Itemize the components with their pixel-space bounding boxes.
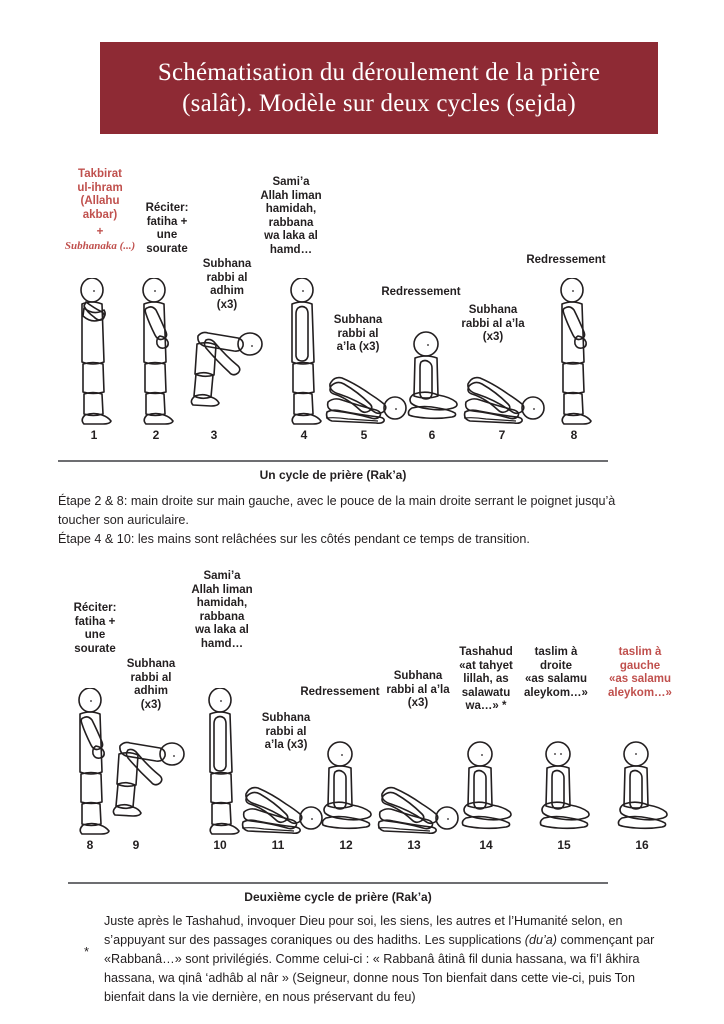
note-line-2b: commençant bbox=[556, 933, 633, 947]
figure-pose-4 bbox=[290, 278, 322, 425]
figure-number-13: 13 bbox=[407, 838, 421, 852]
figure-pose-3 bbox=[190, 331, 263, 407]
note-line-2a: s’appuyant sur des passages coraniques o… bbox=[104, 933, 525, 947]
figure-number-9: 9 bbox=[132, 838, 140, 852]
figure-number-8b: 8 bbox=[86, 838, 94, 852]
asterisk-marker: * bbox=[84, 944, 90, 959]
figure-number-4: 4 bbox=[300, 428, 308, 442]
figure-number-6: 6 bbox=[428, 428, 436, 442]
figure-pose-8b bbox=[78, 688, 110, 835]
figure-number-10: 10 bbox=[213, 838, 227, 852]
label-redressement-3: Redressement bbox=[300, 686, 380, 698]
figure-pose-12 bbox=[321, 741, 372, 830]
figure-number-14: 14 bbox=[479, 838, 493, 852]
figure-pose-14 bbox=[461, 741, 512, 830]
figure-pose-2 bbox=[142, 278, 174, 425]
figure-pose-11 bbox=[241, 786, 323, 835]
note-duaa-italic: (du’a) bbox=[524, 933, 557, 947]
figure-number-8: 8 bbox=[570, 428, 578, 442]
note-cycle-1: Étape 2 & 8: main droite sur main gauche… bbox=[58, 494, 616, 546]
label-redressement-1: Redressement bbox=[381, 286, 461, 298]
figure-pose-16 bbox=[617, 741, 668, 830]
note-line-5: puis Ton bienfait dans la vie dernière, … bbox=[104, 971, 635, 1004]
note-line-3: par «Rabbanâ…» sont privilégiés. Comme c… bbox=[104, 933, 655, 966]
title-line-2: (salât). Modèle sur deux cycles (sejda) bbox=[182, 90, 576, 117]
label-redressement-2: Redressement bbox=[526, 254, 606, 266]
figure-number-15: 15 bbox=[557, 838, 571, 852]
page-title: Schématisation du déroulement de la priè… bbox=[144, 57, 614, 119]
figure-pose-9 bbox=[112, 741, 185, 817]
figure-number-11: 11 bbox=[271, 838, 285, 852]
figure-number-1: 1 bbox=[90, 428, 98, 442]
figure-pose-15 bbox=[539, 741, 590, 830]
figure-pose-6 bbox=[407, 331, 458, 420]
figure-number-16: 16 bbox=[635, 838, 649, 852]
figure-pose-13 bbox=[377, 786, 459, 835]
divider-rule-2 bbox=[68, 882, 608, 884]
figure-pose-10 bbox=[208, 688, 240, 835]
label-plus-sign: + bbox=[96, 226, 104, 238]
figure-number-12: 12 bbox=[339, 838, 353, 852]
note-cycle-2: Juste après le Tashahud, invoquer Dieu p… bbox=[104, 912, 664, 1007]
figure-pose-7 bbox=[463, 376, 545, 425]
note-line-4: âkhira hassana, wa qinâ ‘adhâb al nâr » … bbox=[104, 952, 640, 985]
caption-cycle-2: Deuxième cycle de prière (Rak’a) bbox=[244, 890, 432, 904]
figure-pose-5 bbox=[325, 376, 407, 425]
figure-pose-1 bbox=[80, 278, 112, 425]
label-subhanaka: Subhanaka (...) bbox=[64, 240, 136, 252]
figure-number-5: 5 bbox=[360, 428, 368, 442]
caption-cycle-1: Un cycle de prière (Rak’a) bbox=[259, 468, 407, 482]
figure-pose-8 bbox=[560, 278, 592, 425]
figure-number-2: 2 bbox=[152, 428, 160, 442]
figure-number-7: 7 bbox=[498, 428, 506, 442]
title-banner: Schématisation du déroulement de la priè… bbox=[100, 42, 658, 134]
note-line-1: Juste après le Tashahud, invoquer Dieu p… bbox=[104, 914, 623, 928]
figure-number-3: 3 bbox=[210, 428, 218, 442]
divider-rule-1 bbox=[58, 460, 608, 462]
title-line-1: Schématisation du déroulement de la priè… bbox=[157, 59, 601, 86]
